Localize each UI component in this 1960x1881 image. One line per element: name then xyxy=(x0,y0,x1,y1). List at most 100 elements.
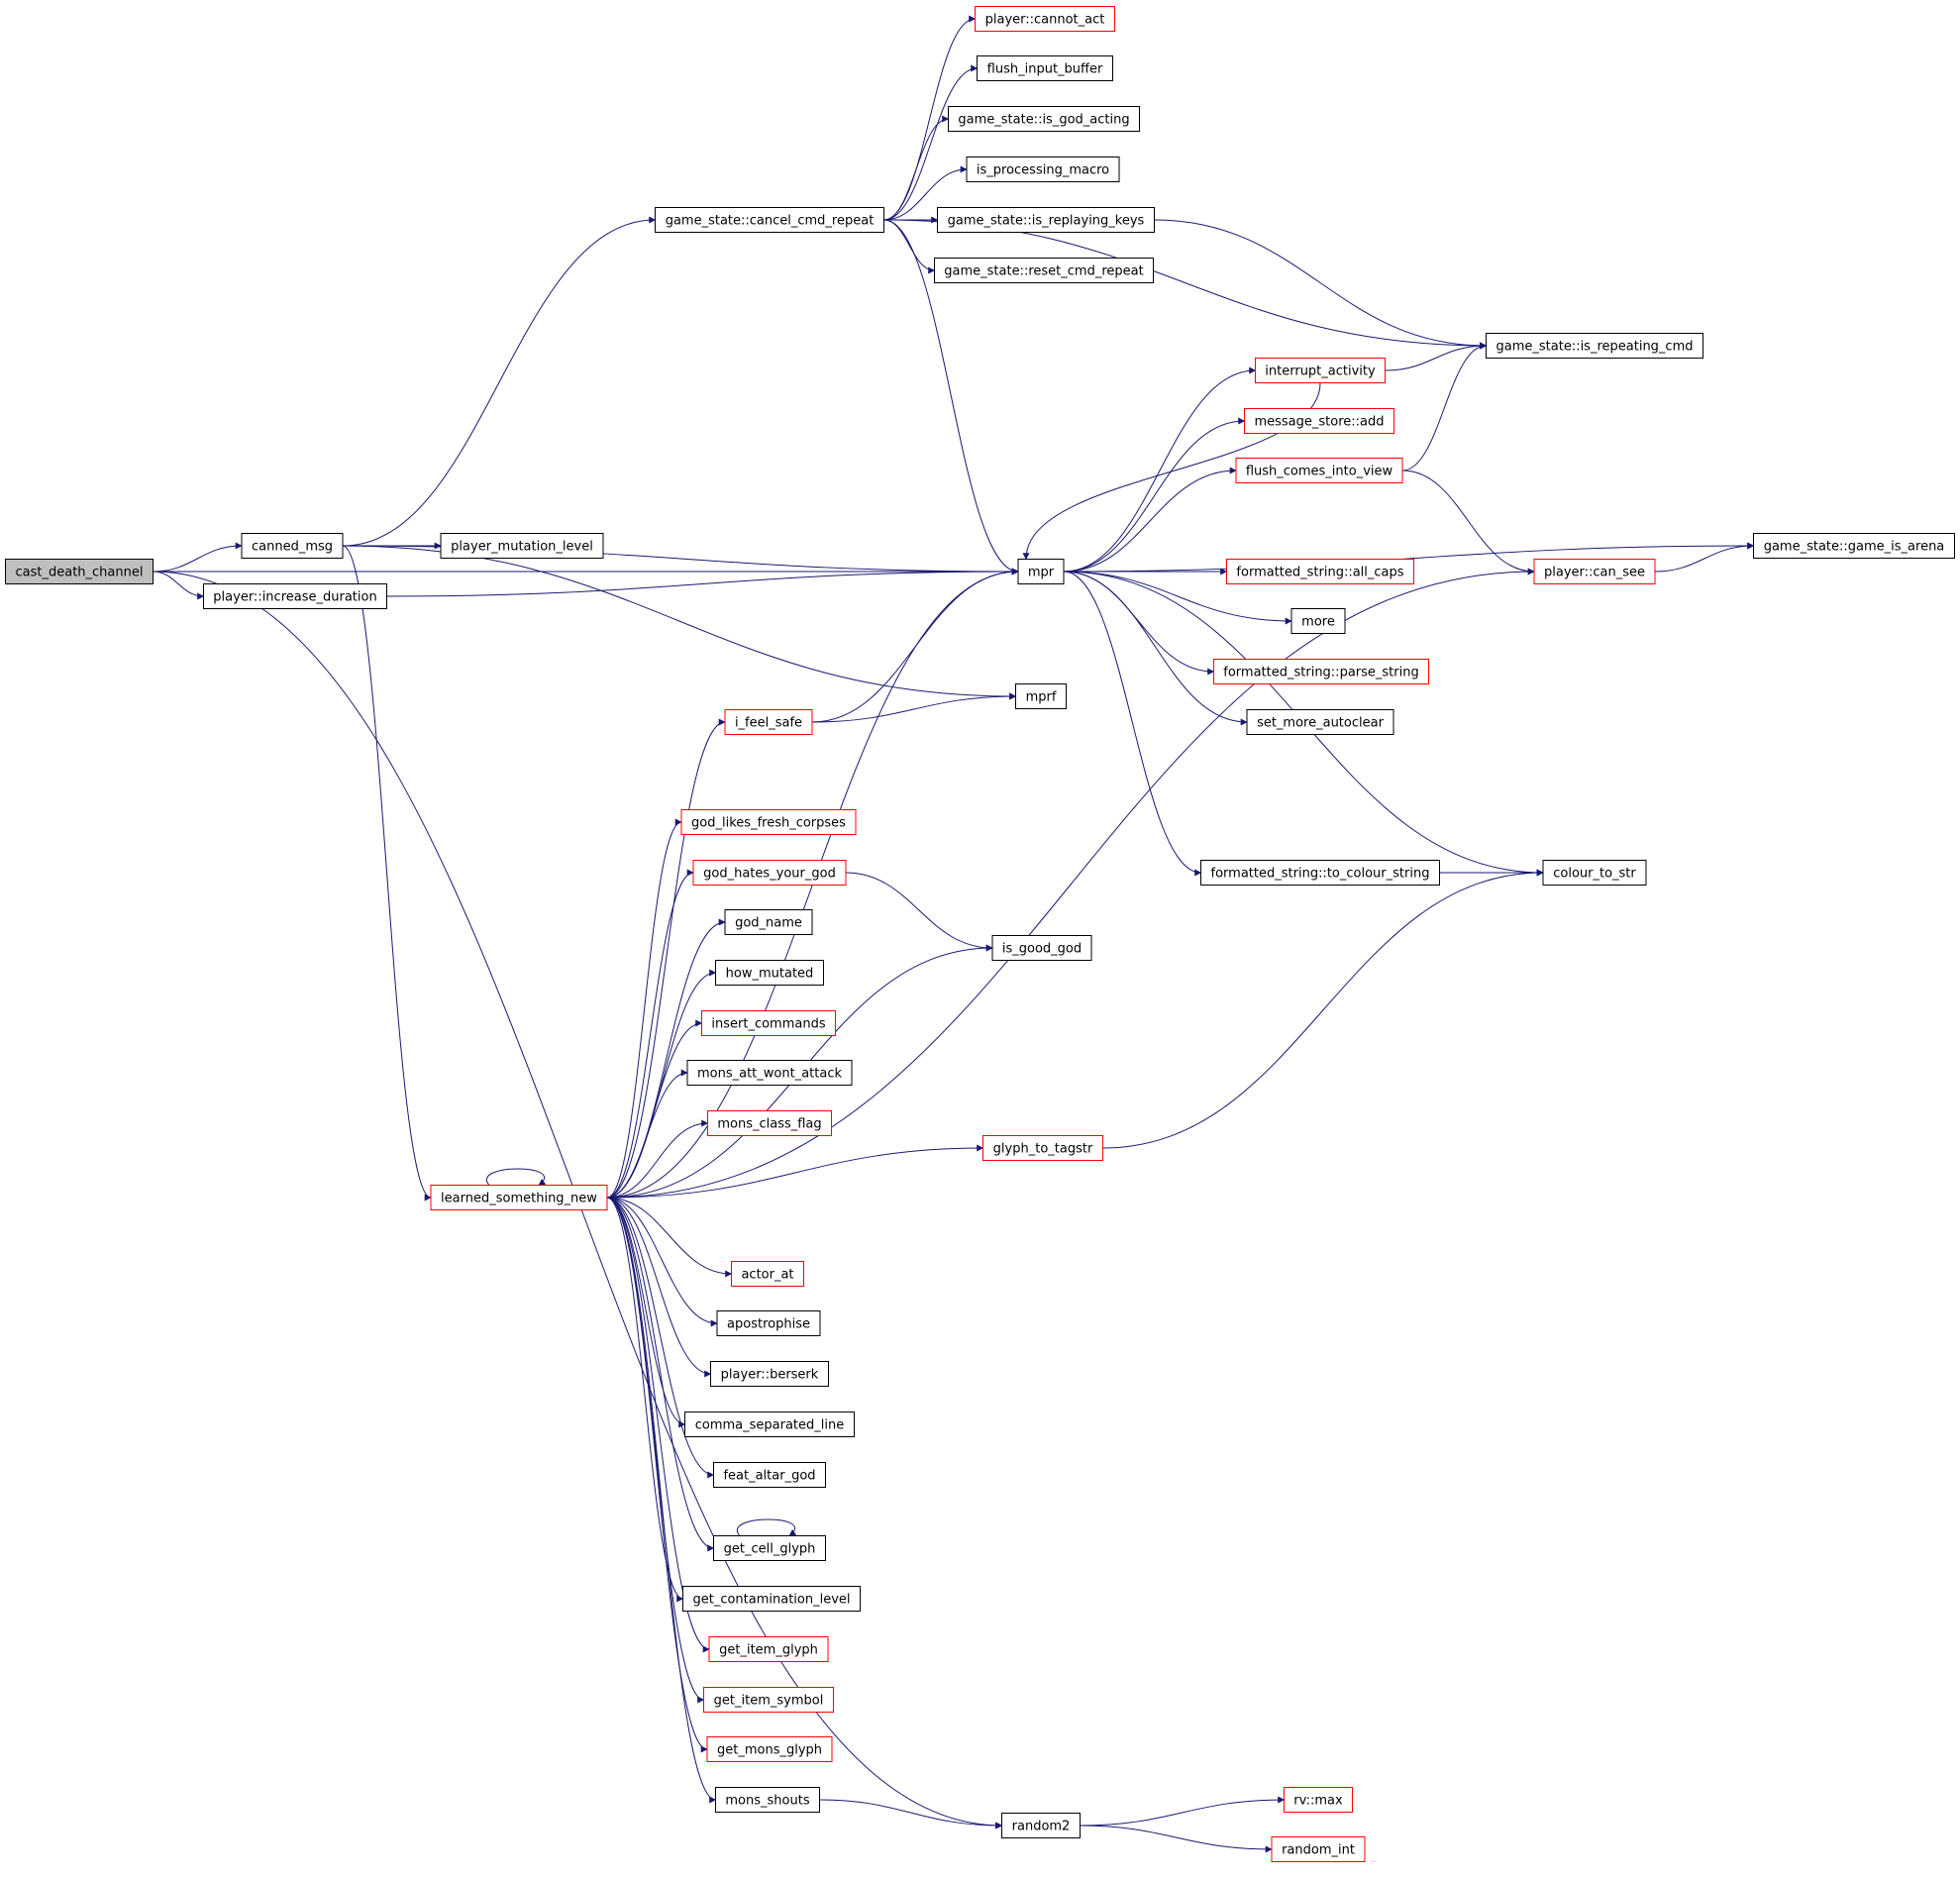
edge-mpr-to-formatted-string-to-colour-string xyxy=(1063,571,1202,877)
node-box xyxy=(1271,1836,1366,1862)
edge-get-cell-glyph-to-get-cell-glyph xyxy=(736,1518,797,1536)
edge-mpr-to-message-store-add xyxy=(1063,417,1246,573)
node-mprf[interactable]: mprf xyxy=(1015,683,1067,709)
node-feat-altar-god[interactable]: feat_altar_god xyxy=(713,1462,826,1488)
node-box xyxy=(716,1310,821,1336)
node-colour-to-str[interactable]: colour_to_str xyxy=(1542,860,1647,886)
node-game-state-is-replaying-keys[interactable]: game_state::is_replaying_keys xyxy=(937,207,1155,233)
node-label: formatted_string::to_colour_string xyxy=(1211,867,1430,882)
edge-random2-to-rv-max xyxy=(1080,1796,1286,1827)
node-is-good-god[interactable]: is_good_god xyxy=(991,935,1092,961)
node-mons-att-wont-attack[interactable]: mons_att_wont_attack xyxy=(686,1060,853,1086)
node-get-contamination-level[interactable]: get_contamination_level xyxy=(682,1586,861,1612)
node-get-item-glyph[interactable]: get_item_glyph xyxy=(708,1636,829,1662)
edge-mpr-to-interrupt-activity xyxy=(1063,366,1257,573)
node-get-item-symbol[interactable]: get_item_symbol xyxy=(703,1687,834,1713)
node-box xyxy=(1200,860,1440,886)
node-box xyxy=(724,709,813,735)
node-actor-at[interactable]: actor_at xyxy=(731,1261,804,1287)
edge-learned-something-new-to-god-likes-fresh-corpses xyxy=(606,818,682,1199)
node-flush-comes-into-view[interactable]: flush_comes_into_view xyxy=(1235,458,1403,483)
edge-learned-something-new-to-mons-shouts xyxy=(606,1197,717,1804)
node-random2[interactable]: random2 xyxy=(1001,1813,1081,1838)
node-god-hates-your-god[interactable]: god_hates_your_god xyxy=(692,860,847,886)
node-label: get_cell_glyph xyxy=(724,1542,816,1557)
node-insert-commands[interactable]: insert_commands xyxy=(701,1010,836,1036)
node-box xyxy=(937,207,1155,233)
node-god-likes-fresh-corpses[interactable]: god_likes_fresh_corpses xyxy=(680,809,857,835)
edge-flush-comes-into-view-to-game-state-is-repeating-cmd xyxy=(1401,342,1488,471)
node-cast-death-channel[interactable]: cast_death_channel xyxy=(5,559,154,584)
node-box xyxy=(708,1636,829,1662)
node-game-state-reset-cmd-repeat[interactable]: game_state::reset_cmd_repeat xyxy=(934,258,1154,283)
edge-learned-something-new-to-glyph-to-tagstr xyxy=(606,1144,984,1199)
node-label: god_likes_fresh_corpses xyxy=(691,816,846,831)
node-label: flush_input_buffer xyxy=(987,62,1103,77)
edge-learned-something-new-to-get-contamination-level xyxy=(606,1197,684,1603)
node-formatted-string-all-caps[interactable]: formatted_string::all_caps xyxy=(1226,559,1414,584)
node-mons-class-flag[interactable]: mons_class_flag xyxy=(707,1110,832,1136)
node-mons-shouts[interactable]: mons_shouts xyxy=(715,1787,820,1813)
node-interrupt-activity[interactable]: interrupt_activity xyxy=(1255,358,1386,383)
node-player-mutation-level[interactable]: player_mutation_level xyxy=(440,533,604,559)
node-box xyxy=(1290,608,1346,634)
node-label: formatted_string::parse_string xyxy=(1223,666,1418,680)
edge-canned-msg-to-learned-something-new xyxy=(342,545,432,1202)
node-is-processing-macro[interactable]: is_processing_macro xyxy=(966,157,1120,182)
edge-game-state-cancel-cmd-repeat-to-flush-input-buffer xyxy=(883,64,979,221)
node-label: message_store::add xyxy=(1254,415,1384,430)
node-learned-something-new[interactable]: learned_something_new xyxy=(430,1185,608,1210)
node-box xyxy=(1246,709,1394,735)
node-label: is_processing_macro xyxy=(977,163,1109,178)
node-message-store-add[interactable]: message_store::add xyxy=(1244,408,1394,434)
node-formatted-string-to-colour-string[interactable]: formatted_string::to_colour_string xyxy=(1200,860,1440,886)
node-game-state-game-is-arena[interactable]: game_state::game_is_arena xyxy=(1753,533,1955,559)
node-apostrophise[interactable]: apostrophise xyxy=(716,1310,821,1336)
node-box xyxy=(710,1361,829,1387)
node-flush-input-buffer[interactable]: flush_input_buffer xyxy=(977,55,1113,81)
node-comma-separated-line[interactable]: comma_separated_line xyxy=(684,1411,855,1437)
node-box xyxy=(692,860,847,886)
edge-mons-shouts-to-random2 xyxy=(819,1799,1003,1829)
node-god-name[interactable]: god_name xyxy=(724,909,813,935)
node-player-berserk[interactable]: player::berserk xyxy=(710,1361,829,1387)
node-how-mutated[interactable]: how_mutated xyxy=(715,960,824,986)
node-rv-max[interactable]: rv::max xyxy=(1284,1787,1353,1813)
node-player-increase-duration[interactable]: player::increase_duration xyxy=(203,583,387,609)
node-box xyxy=(1284,1787,1353,1813)
node-box xyxy=(724,909,813,935)
node-mpr[interactable]: mpr xyxy=(1017,559,1065,584)
node-glyph-to-tagstr[interactable]: glyph_to_tagstr xyxy=(982,1135,1103,1161)
node-game-state-is-repeating-cmd[interactable]: game_state::is_repeating_cmd xyxy=(1486,333,1703,359)
node-box xyxy=(715,1787,820,1813)
node-box xyxy=(1542,860,1647,886)
node-player-cannot-act[interactable]: player::cannot_act xyxy=(975,6,1115,32)
node-label: random_int xyxy=(1282,1843,1355,1858)
node-get-cell-glyph[interactable]: get_cell_glyph xyxy=(713,1535,826,1561)
edge-learned-something-new-to-get-mons-glyph xyxy=(606,1197,708,1753)
edge-god-hates-your-god-to-is-good-god xyxy=(845,872,993,952)
node-player-can-see[interactable]: player::can_see xyxy=(1533,559,1656,584)
node-canned-msg[interactable]: canned_msg xyxy=(241,533,344,559)
node-box xyxy=(655,207,884,233)
node-box xyxy=(731,1261,804,1287)
node-formatted-string-parse-string[interactable]: formatted_string::parse_string xyxy=(1213,659,1429,684)
node-label: player::increase_duration xyxy=(213,590,376,605)
edge-i-feel-safe-to-mprf xyxy=(811,692,1017,723)
node-random-int[interactable]: random_int xyxy=(1271,1836,1366,1862)
node-box xyxy=(684,1411,855,1437)
node-label: random2 xyxy=(1012,1820,1071,1834)
edge-player-increase-duration-to-mpr xyxy=(386,568,1019,597)
node-label: interrupt_activity xyxy=(1265,365,1376,379)
node-get-mons-glyph[interactable]: get_mons_glyph xyxy=(706,1736,833,1762)
node-game-state-is-god-acting[interactable]: game_state::is_god_acting xyxy=(948,106,1140,132)
node-label: mons_att_wont_attack xyxy=(697,1067,842,1082)
node-label: formatted_string::all_caps xyxy=(1236,566,1403,580)
node-i-feel-safe[interactable]: i_feel_safe xyxy=(724,709,813,735)
node-label: mons_class_flag xyxy=(717,1117,821,1132)
node-more[interactable]: more xyxy=(1290,608,1346,634)
node-game-state-cancel-cmd-repeat[interactable]: game_state::cancel_cmd_repeat xyxy=(655,207,884,233)
node-set-more-autoclear[interactable]: set_more_autoclear xyxy=(1246,709,1394,735)
edge-player-can-see-to-game-state-game-is-arena xyxy=(1654,542,1755,573)
node-box xyxy=(948,106,1140,132)
